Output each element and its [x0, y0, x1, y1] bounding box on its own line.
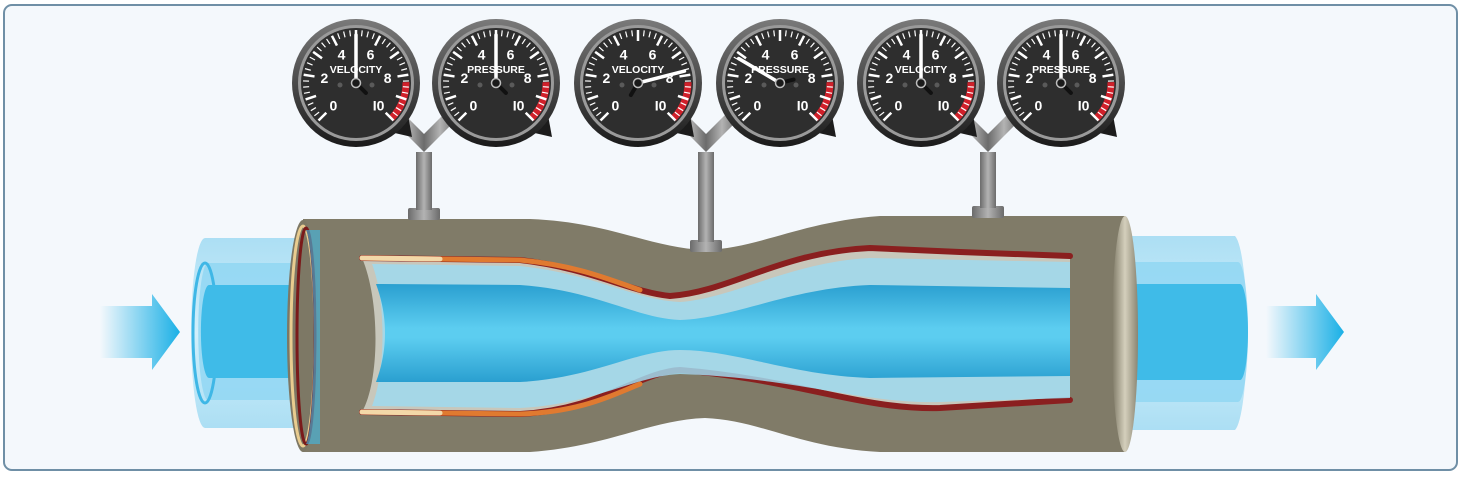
scale-label: 0 — [329, 98, 337, 114]
tick-mark — [774, 30, 775, 36]
needle-hub — [1057, 79, 1066, 88]
scale-label: 2 — [885, 70, 893, 86]
scale-label: I0 — [513, 98, 525, 114]
scale-label: 2 — [320, 70, 328, 86]
scale-label: 4 — [338, 46, 346, 62]
scale-label: 4 — [620, 46, 628, 62]
scale-label: 6 — [367, 46, 375, 62]
scale-label: 0 — [1034, 98, 1042, 114]
pipe-outlet-end — [1112, 216, 1138, 452]
tick-mark — [821, 75, 832, 77]
tick-mark — [397, 75, 408, 77]
tick-mark — [1102, 75, 1113, 77]
scale-label: I0 — [373, 98, 385, 114]
tick-mark — [444, 75, 455, 77]
needle-hub — [492, 79, 501, 88]
tick-mark — [350, 30, 351, 36]
tick-mark — [728, 75, 739, 77]
tick-mark — [1067, 30, 1068, 36]
scale-label: 4 — [1043, 46, 1051, 62]
needle-hub — [917, 79, 926, 88]
tick-mark — [362, 30, 363, 36]
tick-mark — [927, 30, 928, 36]
scale-label: 6 — [932, 46, 940, 62]
scale-label: 0 — [611, 98, 619, 114]
pipe-inlet-end — [287, 220, 320, 452]
tick-mark — [537, 75, 548, 77]
scale-label: 8 — [949, 70, 957, 86]
gauge-label: VELOCITY — [612, 64, 665, 76]
scale-label: 4 — [762, 46, 770, 62]
tick-mark — [586, 75, 597, 77]
scale-label: 4 — [478, 46, 486, 62]
scale-label: 6 — [507, 46, 515, 62]
tick-mark — [915, 30, 916, 36]
tick-mark — [632, 30, 633, 36]
tick-mark — [786, 30, 787, 36]
scale-label: I0 — [938, 98, 950, 114]
scale-label: I0 — [797, 98, 809, 114]
scale-label: 4 — [903, 46, 911, 62]
scale-label: 6 — [791, 46, 799, 62]
tick-mark — [869, 75, 880, 77]
needle-hub — [352, 79, 361, 88]
scale-label: I0 — [655, 98, 667, 114]
scale-label: 6 — [1072, 46, 1080, 62]
tick-mark — [490, 30, 491, 36]
tick-mark — [1009, 75, 1020, 77]
scale-label: 8 — [524, 70, 532, 86]
tick-mark — [304, 75, 315, 77]
tick-mark — [962, 75, 973, 77]
scale-label: 0 — [469, 98, 477, 114]
scale-label: I0 — [1078, 98, 1090, 114]
scale-label: 6 — [649, 46, 657, 62]
scale-label: 0 — [894, 98, 902, 114]
tick-mark — [502, 30, 503, 36]
scale-label: 2 — [602, 70, 610, 86]
scale-label: 8 — [1089, 70, 1097, 86]
needle-hub — [776, 79, 785, 88]
tick-mark — [644, 30, 645, 36]
tick-mark — [679, 75, 690, 77]
scale-label: 0 — [753, 98, 761, 114]
scale-label: 8 — [384, 70, 392, 86]
scale-label: 8 — [808, 70, 816, 86]
outlet-water-tube — [1125, 236, 1248, 430]
needle-hub — [634, 79, 643, 88]
tick-mark — [1055, 30, 1056, 36]
inlet-water-tube — [191, 238, 300, 428]
